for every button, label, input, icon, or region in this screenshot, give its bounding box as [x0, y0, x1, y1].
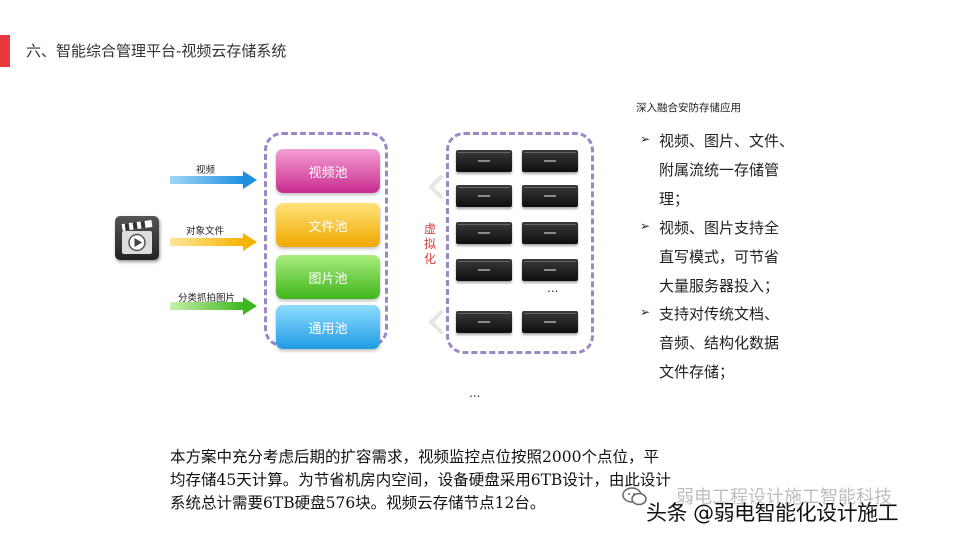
- bullet-arrow-icon: ➢: [640, 305, 651, 319]
- bullet-arrow-icon: ➢: [640, 219, 651, 233]
- watermark-text: 头条 @弱电智能化设计施工: [646, 501, 899, 525]
- feature-2-line-1: 视频、图片支持全: [659, 219, 780, 237]
- server-unit: [522, 185, 578, 207]
- feature-2-line-3: 大量服务器投入；: [659, 277, 780, 295]
- slide-title: 六、智能综合管理平台-视频云存储系统: [26, 42, 287, 60]
- feature-3-line-2: 音频、结构化数据: [659, 334, 780, 352]
- feature-3-line-1: 支持对传统文档、: [659, 305, 780, 323]
- feature-1-line-2: 附属流统一存储管: [659, 161, 780, 179]
- bottom-ellipsis: ...: [469, 386, 481, 400]
- feature-2-line-2: 直写模式，可节省: [659, 248, 780, 266]
- video-pool: 视频池: [276, 149, 380, 193]
- server-unit: [522, 311, 578, 333]
- server-unit: [456, 185, 512, 207]
- server-cluster-group: [446, 132, 594, 354]
- description-line-1: 本方案中充分考虑后期的扩容需求，视频监控点位按照2000个点位，平: [170, 448, 659, 466]
- server-unit: [522, 259, 578, 281]
- general-pool: 通用池: [276, 305, 380, 349]
- server-unit: [456, 222, 512, 244]
- bullet-arrow-icon: ➢: [640, 132, 651, 146]
- server-unit: [456, 150, 512, 172]
- watermark-background-text: 弱电工程设计施工智能科技: [676, 487, 892, 508]
- virtualization-label: 虚拟化: [423, 222, 436, 266]
- description-line-3: 系统总计需要6TB硬盘576块。视频云存储节点12台。: [170, 494, 546, 512]
- snapshot-arrow: [170, 297, 257, 315]
- server-unit: [456, 311, 512, 333]
- video-input-label: 视频: [196, 165, 216, 176]
- server-unit: [522, 222, 578, 244]
- server-ellipsis: ...: [547, 281, 559, 295]
- snapshot-input-label: 分类抓拍图片: [178, 293, 236, 304]
- image-pool: 图片池: [276, 255, 380, 299]
- wechat-icon: [622, 487, 648, 507]
- server-unit: [522, 150, 578, 172]
- feature-1-line-1: 视频、图片、文件、: [659, 132, 795, 150]
- object-file-input-label: 对象文件: [186, 226, 225, 237]
- video-clapboard-icon: [115, 216, 159, 260]
- feature-1-line-3: 理；: [659, 190, 690, 208]
- feature-3-line-3: 文件存储；: [659, 363, 735, 381]
- feature-heading: 深入融合安防存储应用: [636, 102, 741, 114]
- video-arrow: [170, 171, 257, 189]
- object-file-arrow: [170, 233, 257, 251]
- server-unit: [456, 259, 512, 281]
- title-accent-bar: [0, 35, 10, 67]
- file-pool: 文件池: [276, 203, 380, 247]
- description-line-2: 均存储45天计算。为节省机房内空间，设备硬盘采用6TB设计，由此设计: [170, 471, 671, 489]
